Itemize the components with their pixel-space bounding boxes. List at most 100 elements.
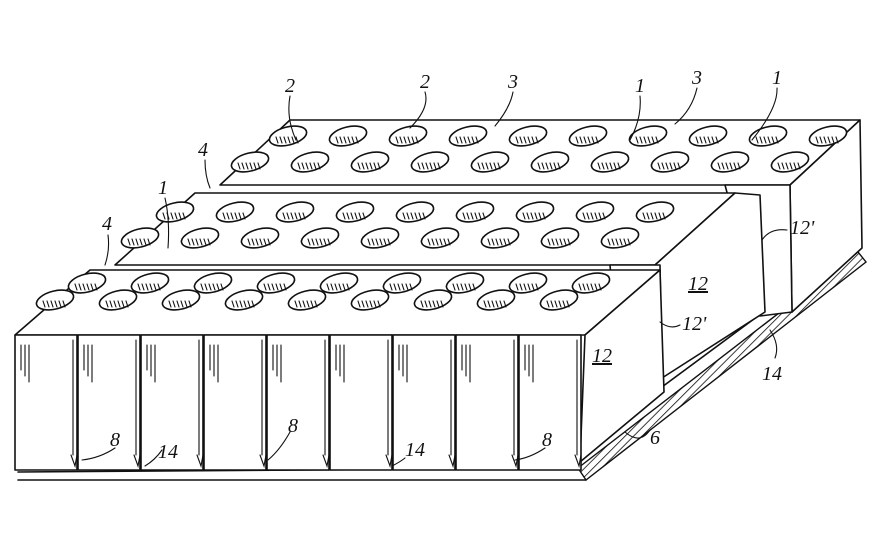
hole-shading	[495, 300, 499, 308]
hole-shading	[527, 136, 531, 144]
label-12b: 12	[592, 345, 612, 367]
hole-shading	[290, 212, 294, 220]
hole-shading	[397, 283, 401, 291]
hole-shading	[602, 212, 606, 220]
hole-shading	[677, 162, 681, 170]
hole-shading	[455, 136, 459, 144]
hole-shading	[249, 162, 253, 170]
hole-shading	[302, 212, 306, 220]
hole-shading	[109, 300, 113, 308]
block-front-face	[392, 334, 456, 471]
hole-shading	[654, 212, 658, 220]
hole-shading	[354, 212, 358, 220]
hole-shading	[443, 238, 447, 246]
hole-shading	[519, 283, 523, 291]
hole-shading	[797, 162, 801, 170]
reference-labels: 2 2 3 1 3 1 4 4 1 12 12 12' 12' 8 14 8 1…	[102, 67, 815, 463]
hole-shading	[546, 300, 550, 308]
hole-shading	[393, 283, 397, 291]
hole-shading	[241, 162, 245, 170]
hole-shading	[157, 283, 161, 291]
hole-shading	[298, 300, 302, 308]
hole-shading	[399, 136, 403, 144]
groove-tip	[322, 454, 330, 469]
hole-shading	[282, 212, 286, 220]
hole-shading	[530, 212, 534, 220]
hole-shading	[464, 283, 468, 291]
hole-shading	[195, 238, 199, 246]
hole-shading	[313, 162, 317, 170]
hole-shading	[208, 283, 212, 291]
hole-shading	[639, 136, 643, 144]
hole-shading	[711, 136, 715, 144]
hole-shading	[377, 162, 381, 170]
hole-shading	[437, 162, 441, 170]
hole-shading	[402, 212, 406, 220]
hole-shading	[199, 238, 203, 246]
hole-shading	[275, 136, 279, 144]
hole-shading	[827, 136, 831, 144]
hole-shading	[339, 136, 343, 144]
hole-shading	[647, 136, 651, 144]
hole-shading	[478, 212, 482, 220]
hole-shading	[407, 136, 411, 144]
hole-shading	[247, 300, 251, 308]
hole-shading	[283, 283, 287, 291]
hole-shading	[595, 136, 599, 144]
hole-shading	[326, 283, 330, 291]
hole-shading	[294, 300, 298, 308]
hole-shading	[642, 212, 646, 220]
hole-shading	[526, 212, 530, 220]
hole-shading	[420, 300, 424, 308]
hole-shading	[330, 283, 334, 291]
hole-shading	[767, 136, 771, 144]
hole-shading	[78, 283, 82, 291]
label-1a: 1	[635, 75, 645, 97]
hole-shading	[125, 300, 129, 308]
hole-shading	[310, 300, 314, 308]
hole-shading	[463, 136, 467, 144]
hole-shading	[415, 136, 419, 144]
hole-shading	[139, 238, 143, 246]
hole-shading	[562, 300, 566, 308]
label-14a: 14	[158, 441, 178, 463]
hole-shading	[153, 283, 157, 291]
hole-shading	[598, 212, 602, 220]
hole-shading	[643, 136, 647, 144]
block-front-face	[266, 334, 330, 471]
hole-shading	[283, 136, 287, 144]
hole-shading	[475, 136, 479, 144]
hole-shading	[835, 136, 839, 144]
groove-tip	[448, 454, 456, 469]
hole-shading	[245, 162, 249, 170]
hole-shading	[460, 283, 464, 291]
hole-shading	[362, 212, 366, 220]
hole-shading	[623, 238, 627, 246]
hole-shading	[433, 162, 437, 170]
hole-shading	[375, 238, 379, 246]
hole-shading	[781, 162, 785, 170]
hole-shading	[137, 283, 141, 291]
hole-shading	[662, 212, 666, 220]
hole-shading	[373, 162, 377, 170]
hole-shading	[327, 238, 331, 246]
block-front-face	[77, 334, 141, 471]
hole-shading	[567, 238, 571, 246]
hole-shading	[346, 283, 350, 291]
hole-shading	[411, 136, 415, 144]
hole-shading	[793, 162, 797, 170]
hole-shading	[497, 162, 501, 170]
hole-shading	[319, 238, 323, 246]
hole-shading	[358, 212, 362, 220]
hole-shading	[62, 300, 66, 308]
hole-shading	[323, 238, 327, 246]
hole-shading	[247, 238, 251, 246]
hole-shading	[253, 162, 257, 170]
hole-shading	[619, 238, 623, 246]
hole-shading	[346, 212, 350, 220]
hole-shading	[317, 162, 321, 170]
hole-shading	[334, 283, 338, 291]
hole-shading	[470, 212, 474, 220]
hole-shading	[715, 136, 719, 144]
hole-shading	[222, 212, 226, 220]
